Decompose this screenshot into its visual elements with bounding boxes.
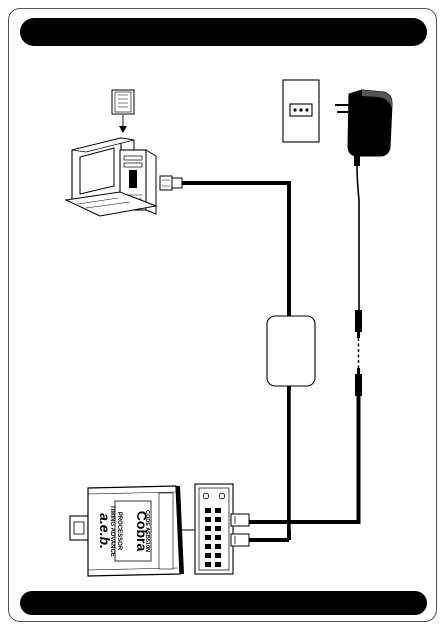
harness-connector bbox=[195, 484, 249, 574]
device-type-line-2: PROCESSOR bbox=[116, 512, 122, 551]
cobra-module bbox=[70, 486, 184, 576]
insert-arrow-icon bbox=[119, 115, 127, 133]
wall-socket-icon bbox=[283, 80, 319, 142]
interface-box bbox=[267, 316, 315, 386]
serial-plug-icon bbox=[160, 176, 182, 190]
device-subtitle: CODE AEB510N bbox=[144, 510, 150, 552]
device-type-line-1: TIMING ADVANCE bbox=[109, 505, 115, 557]
floppy-disk-icon bbox=[112, 90, 134, 114]
power-adapter-icon bbox=[335, 90, 392, 166]
computer-icon bbox=[66, 138, 156, 216]
